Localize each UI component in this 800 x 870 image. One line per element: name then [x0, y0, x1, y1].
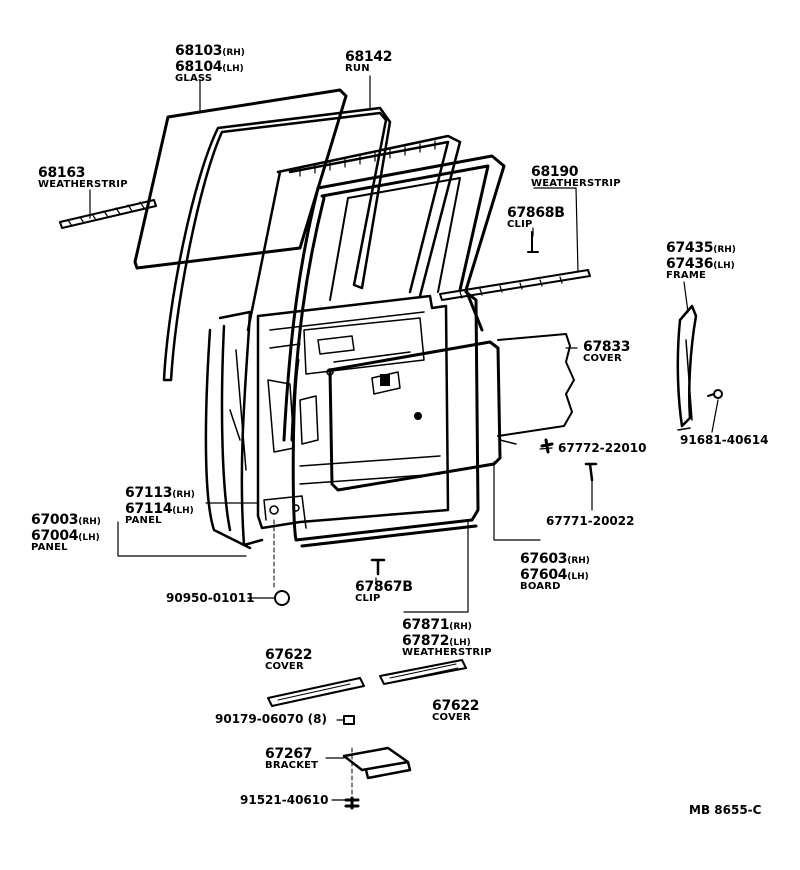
- part-name: CLIP: [507, 219, 533, 230]
- callout-bolt-91521: 91521-40610: [240, 793, 329, 807]
- part-number: 68190: [531, 164, 579, 180]
- callout-glass: 68103(RH) 68104(LH) GLASS: [175, 42, 245, 84]
- side-marker: (RH): [713, 245, 736, 255]
- part-number: 68163: [38, 165, 86, 181]
- part-number: 90179-06070: [215, 712, 304, 726]
- screw-91681: [707, 389, 723, 399]
- part-number: 68103: [175, 43, 223, 59]
- part-number: 68104: [175, 59, 223, 75]
- clip-lower-part: [370, 558, 386, 576]
- callout-screw-67771: 67771-20022: [546, 514, 635, 528]
- part-number: 67622: [265, 647, 313, 663]
- callout-cover-right: 67833 COVER: [583, 338, 631, 364]
- side-marker: (RH): [567, 556, 590, 566]
- plug-90950: [274, 590, 290, 606]
- side-marker: (LH): [713, 261, 735, 271]
- part-number: 67603: [520, 551, 568, 567]
- callout-board: 67603(RH) 67604(LH) BOARD: [520, 550, 590, 592]
- part-name: RUN: [345, 63, 370, 74]
- callout-cover-lower-left: 67622 COVER: [265, 646, 313, 672]
- part-name: CLIP: [355, 593, 381, 604]
- door-window-frame: [282, 154, 506, 442]
- door-weatherstrip-loop: [291, 290, 480, 548]
- part-number: 67622: [432, 698, 480, 714]
- part-name: PANEL: [125, 515, 162, 526]
- cover-right-part: [497, 333, 575, 437]
- part-name: BRACKET: [265, 760, 319, 771]
- side-marker: (LH): [567, 572, 589, 582]
- callout-weatherstrip-left: 68163 WEATHERSTRIP: [38, 164, 128, 190]
- part-number: 68142: [345, 49, 393, 65]
- inner-panel-part: [256, 294, 450, 530]
- callout-frame: 67435(RH) 67436(LH) FRAME: [666, 239, 736, 281]
- part-name: WEATHERSTRIP: [531, 178, 621, 189]
- part-number: 67868B: [507, 205, 565, 221]
- part-number: 67435: [666, 240, 714, 256]
- bolt-91521: [344, 796, 360, 810]
- callout-door-weatherstrip: 67871(RH) 67872(LH) WEATHERSTRIP: [402, 616, 492, 658]
- cover-lower-right-part: [379, 659, 467, 685]
- part-name: FRAME: [666, 270, 707, 281]
- part-name: GLASS: [175, 73, 213, 84]
- screw-67771: [584, 462, 598, 482]
- quantity: (8): [307, 712, 327, 726]
- callout-weatherstrip-right: 68190 WEATHERSTRIP: [531, 163, 621, 189]
- callout-screw-91681: 91681-40614: [680, 433, 769, 447]
- clip-upper-part: [527, 231, 539, 253]
- callout-run: 68142 RUN: [345, 48, 393, 74]
- part-name: COVER: [432, 712, 471, 723]
- callout-clip-upper: 67868B CLIP: [507, 204, 565, 230]
- frame-right-part: [676, 304, 698, 428]
- screw-67772: [540, 438, 554, 454]
- trim-board: [328, 340, 502, 492]
- callout-screw-67772: 67772-22010: [558, 441, 647, 455]
- callout-bracket: 67267 BRACKET: [265, 745, 318, 771]
- side-marker: (LH): [222, 64, 244, 74]
- part-number: 67604: [520, 567, 568, 583]
- part-number: 67833: [583, 339, 631, 355]
- part-number: 67867B: [355, 579, 413, 595]
- part-number: 67113: [125, 485, 173, 501]
- glass-pane: [133, 88, 348, 270]
- side-marker: (RH): [172, 490, 195, 500]
- part-number: 67267: [265, 746, 313, 762]
- callout-plug-90950: 90950-01011: [166, 591, 255, 605]
- side-marker: (LH): [449, 638, 471, 648]
- weatherstrip-left-part: [59, 199, 157, 229]
- side-marker: (LH): [172, 506, 194, 516]
- cover-lower-left-part: [267, 677, 365, 707]
- callout-cover-lower-right: 67622 COVER: [432, 697, 480, 723]
- callout-nut-90179: 90179-06070 (8): [215, 713, 327, 725]
- part-number: 67872: [402, 633, 450, 649]
- part-name: WEATHERSTRIP: [38, 179, 128, 190]
- side-marker: (RH): [222, 48, 245, 58]
- part-number: 67114: [125, 501, 173, 517]
- side-marker: (RH): [78, 517, 101, 527]
- diagram-reference-code: MB 8655-C: [689, 803, 762, 817]
- outer-panel-part: [204, 310, 264, 550]
- part-name: WEATHERSTRIP: [402, 647, 492, 658]
- part-name: PANEL: [31, 542, 68, 553]
- bracket-part: [342, 746, 412, 780]
- part-name: BOARD: [520, 581, 561, 592]
- nut-90179: [343, 715, 355, 725]
- glass-run-channel: [162, 106, 392, 382]
- part-number: 67003: [31, 512, 79, 528]
- part-number: 67004: [31, 528, 79, 544]
- weatherstrip-right-part: [439, 269, 591, 301]
- part-name: COVER: [265, 661, 304, 672]
- side-marker: (RH): [449, 622, 472, 632]
- part-name: COVER: [583, 353, 622, 364]
- weatherstrip-upper-frame: [246, 134, 462, 332]
- callout-clip-lower: 67867B CLIP: [355, 578, 413, 604]
- side-marker: (LH): [78, 533, 100, 543]
- callout-inner-panel: 67113(RH) 67114(LH) PANEL: [125, 484, 195, 526]
- callout-outer-panel: 67003(RH) 67004(LH) PANEL: [31, 511, 101, 553]
- part-number: 67871: [402, 617, 450, 633]
- part-number: 67436: [666, 256, 714, 272]
